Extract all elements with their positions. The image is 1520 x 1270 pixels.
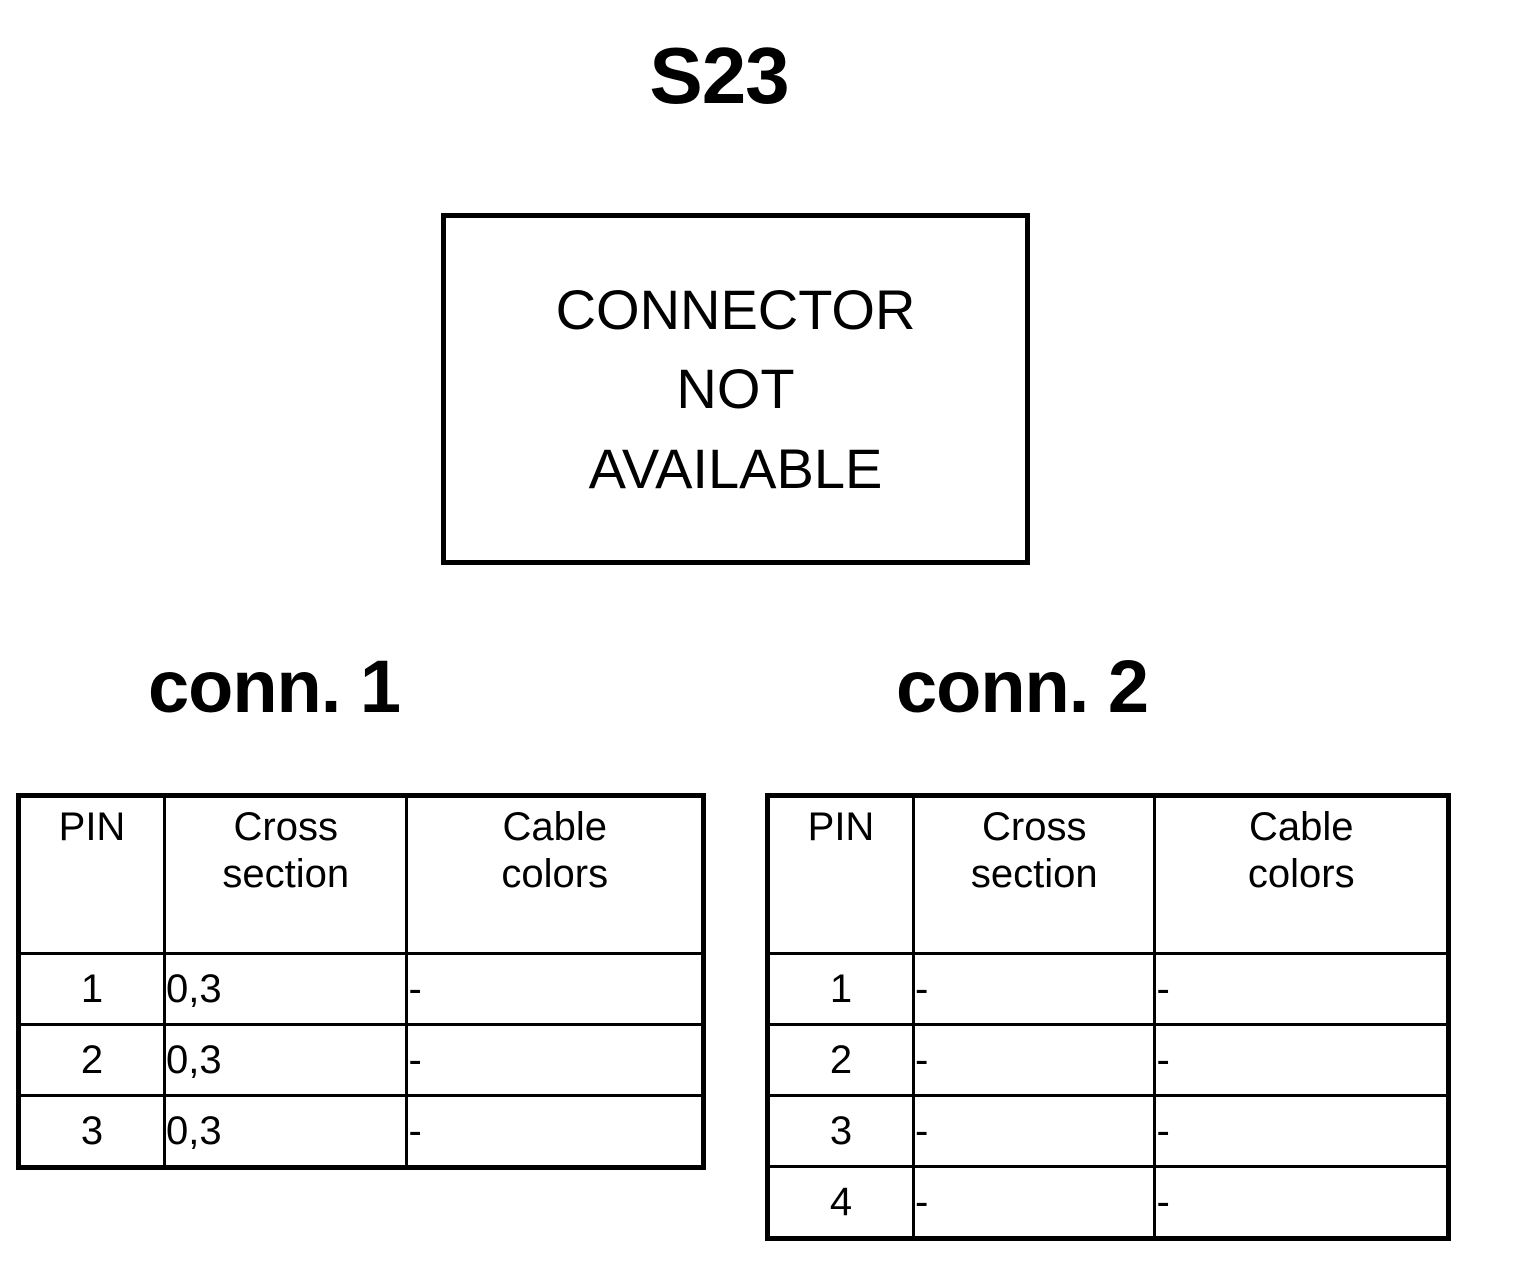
cell-pin: 2 <box>17 1023 166 1097</box>
cell-cable-colors: - <box>405 952 705 1026</box>
column-header-cable-colors: Cable colors <box>1153 794 1450 955</box>
column-header-cable-colors-line1: Cable <box>1248 805 1354 849</box>
cell-pin: 1 <box>17 952 166 1026</box>
cell-pin: 2 <box>766 1023 915 1097</box>
table-row: 1 - - <box>766 952 1450 1026</box>
table-row: 4 - - <box>766 1165 1450 1240</box>
cell-cross-section: 0,3 <box>162 1094 409 1169</box>
cell-cross-section: - <box>911 1165 1157 1240</box>
column-header-cable-colors-line2: colors <box>1247 852 1355 897</box>
notice-line-1: CONNECTOR <box>555 277 916 341</box>
cell-cross-section: - <box>911 1023 1157 1097</box>
cell-cable-colors: - <box>405 1023 705 1097</box>
table-row: 3 - - <box>766 1094 1450 1168</box>
cell-cable-colors: - <box>1153 1165 1450 1240</box>
column-header-cross-section-line1: Cross <box>981 805 1087 849</box>
cell-cross-section: 0,3 <box>162 952 409 1026</box>
column-header-cross-section-line2: section <box>970 852 1098 897</box>
connector-not-available-box: CONNECTOR NOT AVAILABLE <box>441 213 1030 565</box>
notice-line-3: AVAILABLE <box>588 436 883 500</box>
cell-cable-colors: - <box>1153 1023 1450 1097</box>
conn-2-heading: conn. 2 <box>896 645 1149 728</box>
cell-cable-colors: - <box>1153 952 1450 1026</box>
conn-2-pin-table: PIN Cross section Cable colors 1 - - 2 - <box>765 793 1451 1241</box>
conn-1-heading: conn. 1 <box>148 645 401 728</box>
table-header-row: PIN Cross section Cable colors <box>17 794 705 955</box>
table-row: 2 - - <box>766 1023 1450 1097</box>
table-row: 1 0,3 - <box>17 952 705 1026</box>
column-header-cable-colors: Cable colors <box>405 794 705 955</box>
cell-cross-section: - <box>911 1094 1157 1168</box>
cell-cable-colors: - <box>405 1094 705 1169</box>
cell-cable-colors: - <box>1153 1094 1450 1168</box>
column-header-cross-section: Cross section <box>911 794 1157 955</box>
page-title: S23 <box>649 31 789 120</box>
column-header-cross-section-line2: section <box>222 852 350 897</box>
cell-pin: 3 <box>17 1094 166 1169</box>
column-header-pin: PIN <box>17 794 166 955</box>
conn-1-pin-table: PIN Cross section Cable colors 1 0,3 - 2 <box>16 793 706 1170</box>
table-row: 3 0,3 - <box>17 1094 705 1169</box>
table-header-row: PIN Cross section Cable colors <box>766 794 1450 955</box>
notice-line-2: NOT <box>676 357 795 421</box>
column-header-cross-section-line1: Cross <box>233 805 338 849</box>
cell-cross-section: 0,3 <box>162 1023 409 1097</box>
table-row: 2 0,3 - <box>17 1023 705 1097</box>
column-header-cable-colors-line2: colors <box>501 852 609 897</box>
cell-cross-section: - <box>911 952 1157 1026</box>
column-header-cross-section: Cross section <box>162 794 409 955</box>
cell-pin: 4 <box>766 1165 915 1240</box>
cell-pin: 1 <box>766 952 915 1026</box>
column-header-cable-colors-line1: Cable <box>502 805 607 849</box>
column-header-pin: PIN <box>766 794 915 955</box>
cell-pin: 3 <box>766 1094 915 1168</box>
